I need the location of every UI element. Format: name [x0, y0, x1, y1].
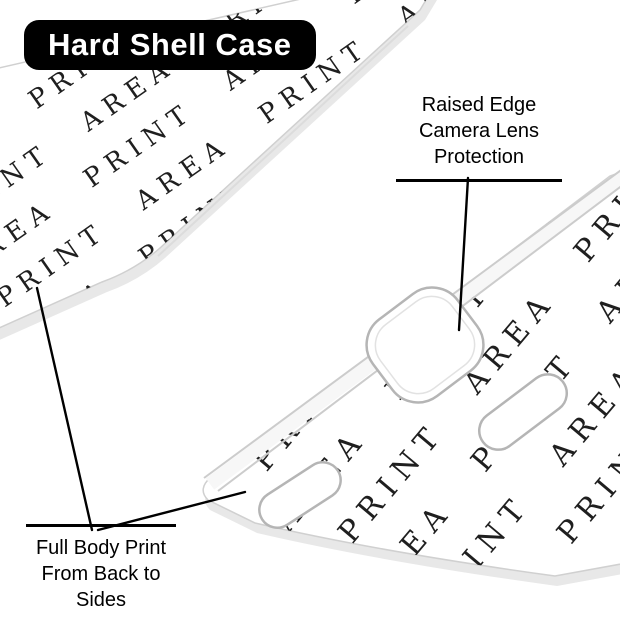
product-title: Hard Shell Case [48, 27, 292, 62]
callout-line-fullbody-left [35, 286, 94, 532]
camera-hole-inner-rim [374, 295, 476, 395]
side-opening-cutout [258, 461, 342, 529]
callout-fullbody-line2: From Back to [41, 563, 161, 585]
callout-camera-label: Raised Edge Camera Lens Protection [396, 92, 562, 182]
callout-fullbody-line3: Sides [75, 589, 127, 611]
callout-camera-line1: Raised Edge [421, 94, 537, 116]
flash-pill-cutout [477, 373, 569, 451]
case-back-surface [0, 0, 427, 329]
product-title-badge: Hard Shell Case [24, 20, 316, 70]
callout-fullbody-line1: Full Body Print [35, 537, 167, 559]
callout-camera-line3: Protection [433, 146, 525, 168]
case-back-rim-line [157, 25, 409, 257]
callout-line-camera [457, 176, 470, 332]
callout-fullbody-label: Full Body Print From Back to Sides [26, 524, 176, 613]
callout-camera-line2: Camera Lens [418, 120, 540, 142]
callout-line-fullbody-center [96, 490, 247, 532]
